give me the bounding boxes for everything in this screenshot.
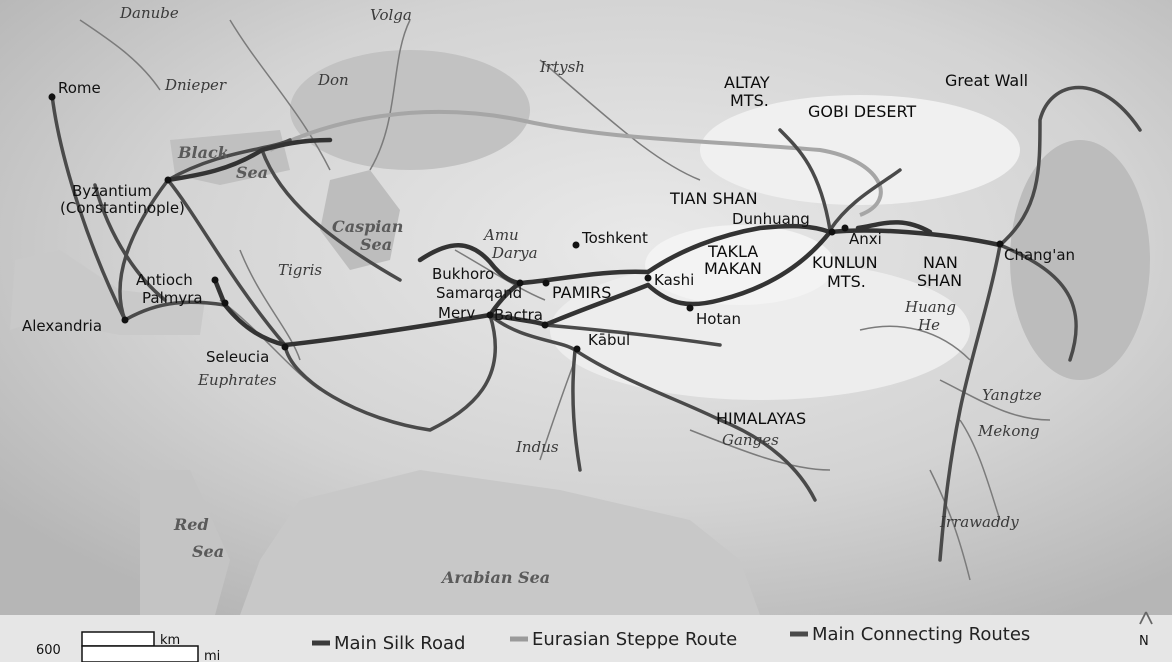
- river-label-euphrates: Euphrates: [197, 371, 277, 389]
- river-label-tigris: Tigris: [278, 261, 322, 279]
- caspian-sea-area: [320, 170, 400, 270]
- river-label-mekong: Mekong: [977, 422, 1040, 440]
- hotan-marker: [686, 304, 694, 312]
- sea-label-caspian-sea: Sea: [360, 235, 392, 254]
- river-label-darya: Darya: [491, 244, 538, 262]
- north-arrow-icon: [1139, 611, 1153, 625]
- region-label-tian-shan: TIAN SHAN: [669, 189, 758, 208]
- scale-value: 600: [36, 643, 61, 658]
- dunhuang-marker: [828, 228, 836, 236]
- gobi-area: [700, 95, 1020, 205]
- city-label-dunhuang: Dunhuang: [732, 210, 810, 228]
- region-label-takla: TAKLA: [707, 242, 758, 261]
- sea-label-red-sea: Sea: [192, 542, 224, 561]
- region-label-makan: MAKAN: [704, 259, 762, 278]
- city-label-antioch: Antioch: [136, 271, 193, 289]
- region-label-kunlun-mts: MTS.: [827, 272, 866, 291]
- bukhoro-marker: [516, 279, 524, 287]
- arabian-sea-area: [240, 470, 760, 615]
- river-label-ganges: Ganges: [722, 431, 779, 449]
- river-label-irrawaddy: Irrawaddy: [939, 513, 1019, 531]
- sea-label-arabian: Arabian Sea: [440, 568, 550, 587]
- kashi-marker: [644, 274, 652, 282]
- city-label-changan: Chang'an: [1004, 246, 1075, 264]
- bactra-marker: [541, 321, 549, 329]
- region-label-pamirs: PAMIRS: [552, 283, 611, 302]
- river-label-don: Don: [317, 71, 349, 89]
- river-label-dnieper: Dnieper: [164, 76, 227, 94]
- byzantium-marker: [164, 176, 172, 184]
- city-label-palmyra: Palmyra: [142, 289, 203, 307]
- city-label-bactra: Bactra: [494, 306, 543, 324]
- sea-label-black: Black: [177, 143, 229, 162]
- takla-makan-basin: [645, 225, 835, 305]
- city-label-hotan: Hotan: [696, 310, 741, 328]
- city-label-toshkent: Toshkent: [581, 229, 648, 247]
- seleucia-marker: [281, 343, 289, 351]
- scale-bar-mi: [81, 645, 199, 662]
- region-label-altay-mts: MTS.: [730, 91, 769, 110]
- legend-label-eurasian-steppe: Eurasian Steppe Route: [532, 629, 737, 650]
- changan-marker: [996, 240, 1004, 248]
- anxi-marker: [841, 224, 849, 232]
- region-label-nan: NAN: [923, 253, 958, 272]
- city-label-bukhoro: Bukhoro: [432, 265, 494, 283]
- black-sea-area: [170, 130, 290, 185]
- palmyra-marker: [221, 299, 229, 307]
- city-label-constantinople: (Constantinople): [60, 199, 185, 217]
- mediterranean-area: [10, 250, 205, 335]
- legend-label-main-silk-road: Main Silk Road: [334, 633, 465, 654]
- main-connecting-routes: [50, 85, 1142, 562]
- east-china-dark: [1010, 140, 1150, 380]
- city-label-seleucia: Seleucia: [206, 348, 269, 366]
- city-label-alexandria: Alexandria: [22, 317, 102, 335]
- city-label-rome: Rome: [58, 79, 101, 97]
- region-label-great-wall: Great Wall: [945, 71, 1028, 90]
- river-label-indus: Indus: [515, 438, 559, 456]
- city-label-kashi: Kashi: [654, 271, 694, 289]
- region-label-altay: ALTAY: [724, 73, 770, 92]
- rome-marker: [48, 93, 56, 101]
- river-label-irtysh: Irtysh: [539, 58, 585, 76]
- region-label-himalayas: HIMALAYAS: [716, 409, 806, 428]
- river-label-huang: Huang: [904, 298, 956, 316]
- region-label-kunlun: KUNLUN: [812, 253, 878, 272]
- north-label: N: [1139, 634, 1149, 649]
- river-label-yangtze: Yangtze: [982, 386, 1042, 404]
- river-label-he: He: [917, 316, 940, 334]
- river-label-amu: Amu: [482, 226, 519, 244]
- antioch-marker: [211, 276, 219, 284]
- merv-marker: [486, 311, 494, 319]
- toshkent-marker: [572, 241, 580, 249]
- sea-label-black-sea: Sea: [236, 163, 268, 182]
- red-sea-area: [140, 470, 230, 615]
- scale-unit-km: km: [160, 633, 180, 648]
- scale-unit-mi: mi: [204, 649, 220, 662]
- city-label-anxi: Anxi: [849, 230, 882, 248]
- city-markers: [48, 93, 1004, 353]
- scale-bar-km: [81, 631, 155, 647]
- sea-label-caspian: Caspian: [332, 217, 403, 236]
- river-label-volga: Volga: [370, 6, 412, 24]
- sea-label-red: Red: [173, 515, 209, 534]
- city-label-byzantium: Byzantium: [72, 182, 152, 200]
- kabul-marker: [573, 345, 581, 353]
- samarqand-marker: [542, 279, 550, 287]
- region-label-shan: SHAN: [917, 271, 962, 290]
- tibet-plateau: [550, 260, 970, 400]
- legend-label-main-connecting: Main Connecting Routes: [812, 624, 1030, 645]
- city-label-merv: Merv: [438, 304, 475, 322]
- city-label-samarqand: Samarqand: [436, 284, 522, 302]
- alexandria-marker: [121, 316, 129, 324]
- steppe-dark: [290, 50, 530, 170]
- eurasian-steppe-route: [269, 109, 883, 217]
- city-label-kabul: Kābul: [588, 331, 630, 349]
- river-label-danube: Danube: [119, 4, 179, 22]
- region-label-gobi: GOBI DESERT: [808, 102, 916, 121]
